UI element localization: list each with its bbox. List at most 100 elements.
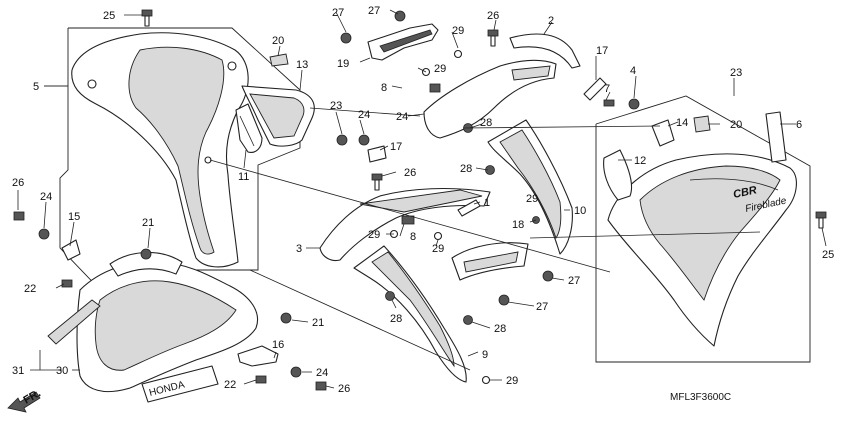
clip-29-top	[453, 49, 463, 59]
callout-29: 29	[434, 63, 446, 75]
callout-29: 29	[506, 375, 518, 387]
callout-25: 25	[103, 10, 115, 22]
bolt-28-lower-a	[385, 291, 395, 301]
callout-11: 11	[238, 171, 249, 183]
middle-panel-3-edge	[359, 189, 483, 213]
grommet-17-mid	[367, 145, 387, 163]
bolt-21-left	[140, 248, 152, 260]
lower-bracket-face	[463, 251, 519, 273]
screw-22-lower	[255, 375, 267, 384]
bracket-14	[651, 119, 675, 147]
alignment-line-5	[309, 107, 421, 117]
screw-26-top	[487, 29, 499, 47]
under-cowl-upper	[109, 251, 183, 277]
alignment-line-2	[249, 269, 471, 371]
callout-29: 29	[526, 193, 538, 205]
callout-22: 22	[24, 283, 36, 295]
callout-26: 26	[12, 177, 24, 189]
bolt-27-lower-b	[498, 294, 510, 306]
nut-24-left	[38, 228, 50, 240]
screw-26-mid	[371, 173, 383, 191]
callout-28: 28	[480, 117, 492, 129]
callout-10: 10	[574, 205, 586, 217]
callout-27: 27	[568, 275, 580, 287]
callout-14: 14	[676, 117, 688, 129]
callout-15: 15	[68, 211, 80, 223]
under-cowl-30-face	[94, 280, 237, 371]
callout-20: 20	[272, 35, 284, 47]
alignment-line-1	[209, 159, 611, 273]
callout-9: 9	[482, 349, 488, 361]
screw-26-left	[13, 211, 25, 221]
callout-22: 22	[224, 379, 236, 391]
callout-12: 12	[634, 155, 646, 167]
honda-decal-plate	[141, 365, 219, 403]
callout-16: 16	[272, 339, 284, 351]
seal-11	[235, 103, 263, 153]
grommet-15	[61, 239, 81, 261]
nut-24-right	[628, 98, 640, 110]
callout-25: 25	[822, 249, 834, 261]
drawing-code: MFL3F3600C	[670, 392, 731, 403]
seal-11-detail	[239, 115, 255, 147]
alignment-line-3	[529, 231, 761, 239]
side-panel-10	[487, 119, 573, 255]
callout-28: 28	[390, 313, 402, 325]
callout-17: 17	[390, 141, 402, 153]
bolt-27-lower-a	[542, 270, 554, 282]
grommet-20-left	[269, 53, 289, 67]
callout-26: 26	[487, 10, 499, 22]
callout-29: 29	[452, 25, 464, 37]
clip-29-lower	[481, 375, 491, 385]
callout-2: 2	[548, 15, 554, 27]
front-marker-text: FR.	[22, 387, 43, 406]
upper-cowl-inner	[128, 46, 225, 255]
callout-26: 26	[338, 383, 350, 395]
inner-panel-4	[423, 59, 557, 139]
alignment-line-4	[463, 125, 661, 129]
callout-24: 24	[316, 367, 328, 379]
callout-26: 26	[404, 167, 416, 179]
model-text: CBR	[732, 184, 758, 201]
callout-18: 18	[512, 219, 524, 231]
seal-12	[603, 149, 633, 201]
callout-29: 29	[432, 243, 444, 255]
trim-strip-6	[765, 111, 787, 163]
callout-20: 20	[730, 119, 742, 131]
callout-7: 23	[730, 67, 742, 79]
callout-21: 21	[312, 317, 324, 329]
callout-24: 24	[40, 191, 52, 203]
callout-27: 27	[536, 301, 548, 313]
grommet-20-right	[693, 115, 711, 133]
callout-3: 3	[296, 243, 302, 255]
bolt-27-top-b	[394, 10, 406, 22]
bracket-19-bar	[379, 29, 433, 53]
clip-29-mid-b	[433, 231, 443, 241]
callout-13: 13	[296, 59, 308, 71]
group-box-7	[595, 95, 811, 363]
callout-4: 24	[396, 111, 408, 123]
callout-27: 27	[368, 5, 380, 17]
bolt-28-lower-b	[463, 315, 473, 325]
front-arrow-icon	[7, 391, 41, 413]
bolt-28-mid	[485, 165, 495, 175]
callout-27: 27	[332, 7, 344, 19]
bolt-23-mid	[336, 134, 348, 146]
trim-strip-2	[509, 33, 581, 69]
bracket-16	[237, 345, 279, 367]
bolt-25-right	[815, 211, 827, 229]
mount-hole-2	[227, 61, 237, 71]
callout-29: 29	[368, 229, 380, 241]
bracket-17-right	[583, 77, 607, 101]
nut-23-right	[603, 99, 615, 107]
callout-8: 8	[410, 231, 416, 243]
callout-28: 28	[460, 163, 472, 175]
nut-24-lower	[290, 366, 302, 378]
callout-24: 4	[630, 65, 636, 77]
screw-22-left	[61, 279, 73, 288]
screw-26-lower	[315, 381, 327, 391]
bolt-25-top	[141, 9, 153, 27]
decal-31	[47, 299, 101, 345]
